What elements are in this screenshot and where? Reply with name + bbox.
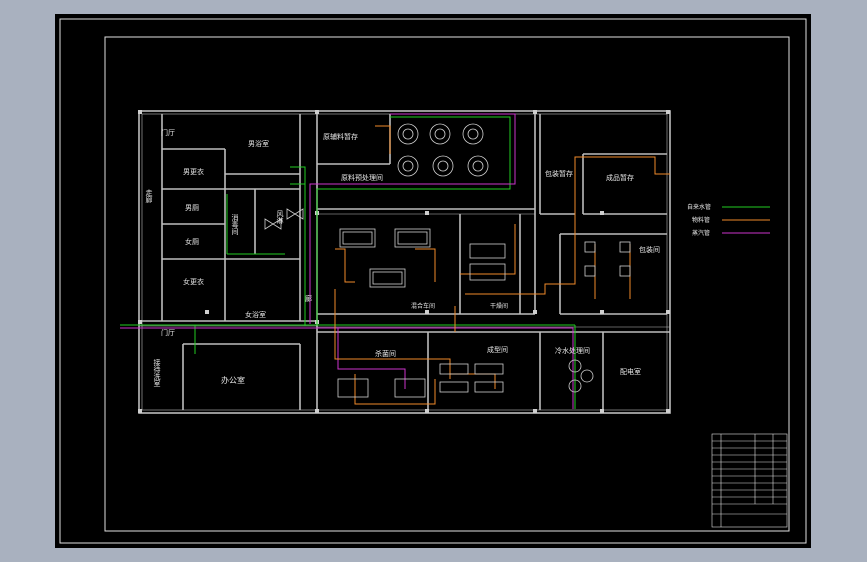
room-womens-change: 女更衣: [183, 277, 204, 286]
room-packaging-storage: 包装暂存: [545, 169, 573, 178]
room-womens-toilet: 女厕: [185, 237, 199, 246]
room-drying: 干燥间: [490, 302, 508, 310]
room-air-shower: 风淋: [276, 210, 284, 225]
room-power: 配电室: [620, 367, 641, 376]
room-mens-bath: 男浴室: [248, 139, 269, 148]
room-raw-storage: 原辅料暂存: [323, 132, 358, 141]
structural-columns: [138, 110, 670, 413]
room-gate-top: 门厅: [161, 128, 175, 137]
room-womens-bath: 女浴室: [245, 310, 266, 319]
legend-label-material: 物料管: [692, 216, 710, 224]
steam-pipes: [120, 113, 574, 409]
room-gate-bottom: 门厅: [161, 328, 175, 337]
pipe-legend: 自来水管 物料管 蒸汽管: [687, 203, 770, 237]
water-pipes: [120, 116, 576, 409]
room-sterilization: 杀菌间: [375, 349, 396, 358]
equipment-machines: [264, 208, 631, 398]
room-packaging: 包装间: [639, 245, 660, 254]
room-disinfection: 消毒间: [231, 213, 239, 236]
room-cleaning: 接待洗室: [153, 358, 161, 387]
room-corridor-left: 走廊: [145, 189, 153, 204]
room-mens-change: 男更衣: [183, 167, 204, 176]
legend-label-steam: 蒸汽管: [692, 229, 710, 237]
cad-viewport: 门厅 男浴室 男更衣 男厕 女厕 消毒间 风淋 走廊 女更衣 女浴室 廊 门厅 …: [55, 14, 811, 548]
room-raw-processing: 原料预处理间: [341, 173, 383, 182]
material-pipes: [334, 125, 670, 405]
title-block: [711, 433, 788, 528]
room-cooling: 冷水处理间: [555, 346, 590, 355]
inner-frame: [104, 36, 790, 532]
equipment-tanks: [397, 123, 594, 393]
floor-plan-drawing: 门厅 男浴室 男更衣 男厕 女厕 消毒间 风淋 走廊 女更衣 女浴室 廊 门厅 …: [59, 18, 807, 544]
room-labels: 门厅 男浴室 男更衣 男厕 女厕 消毒间 风淋 走廊 女更衣 女浴室 廊 门厅 …: [145, 128, 660, 387]
room-corridor-mid: 廊: [305, 294, 312, 303]
room-mixing: 混合车间: [411, 302, 435, 310]
room-office: 办公室: [221, 375, 245, 385]
room-forming: 成型间: [487, 345, 508, 354]
room-mens-toilet: 男厕: [185, 204, 199, 212]
legend-label-water: 自来水管: [687, 203, 711, 211]
outer-frame: [59, 18, 807, 544]
room-finished-storage: 成品暂存: [606, 173, 634, 182]
